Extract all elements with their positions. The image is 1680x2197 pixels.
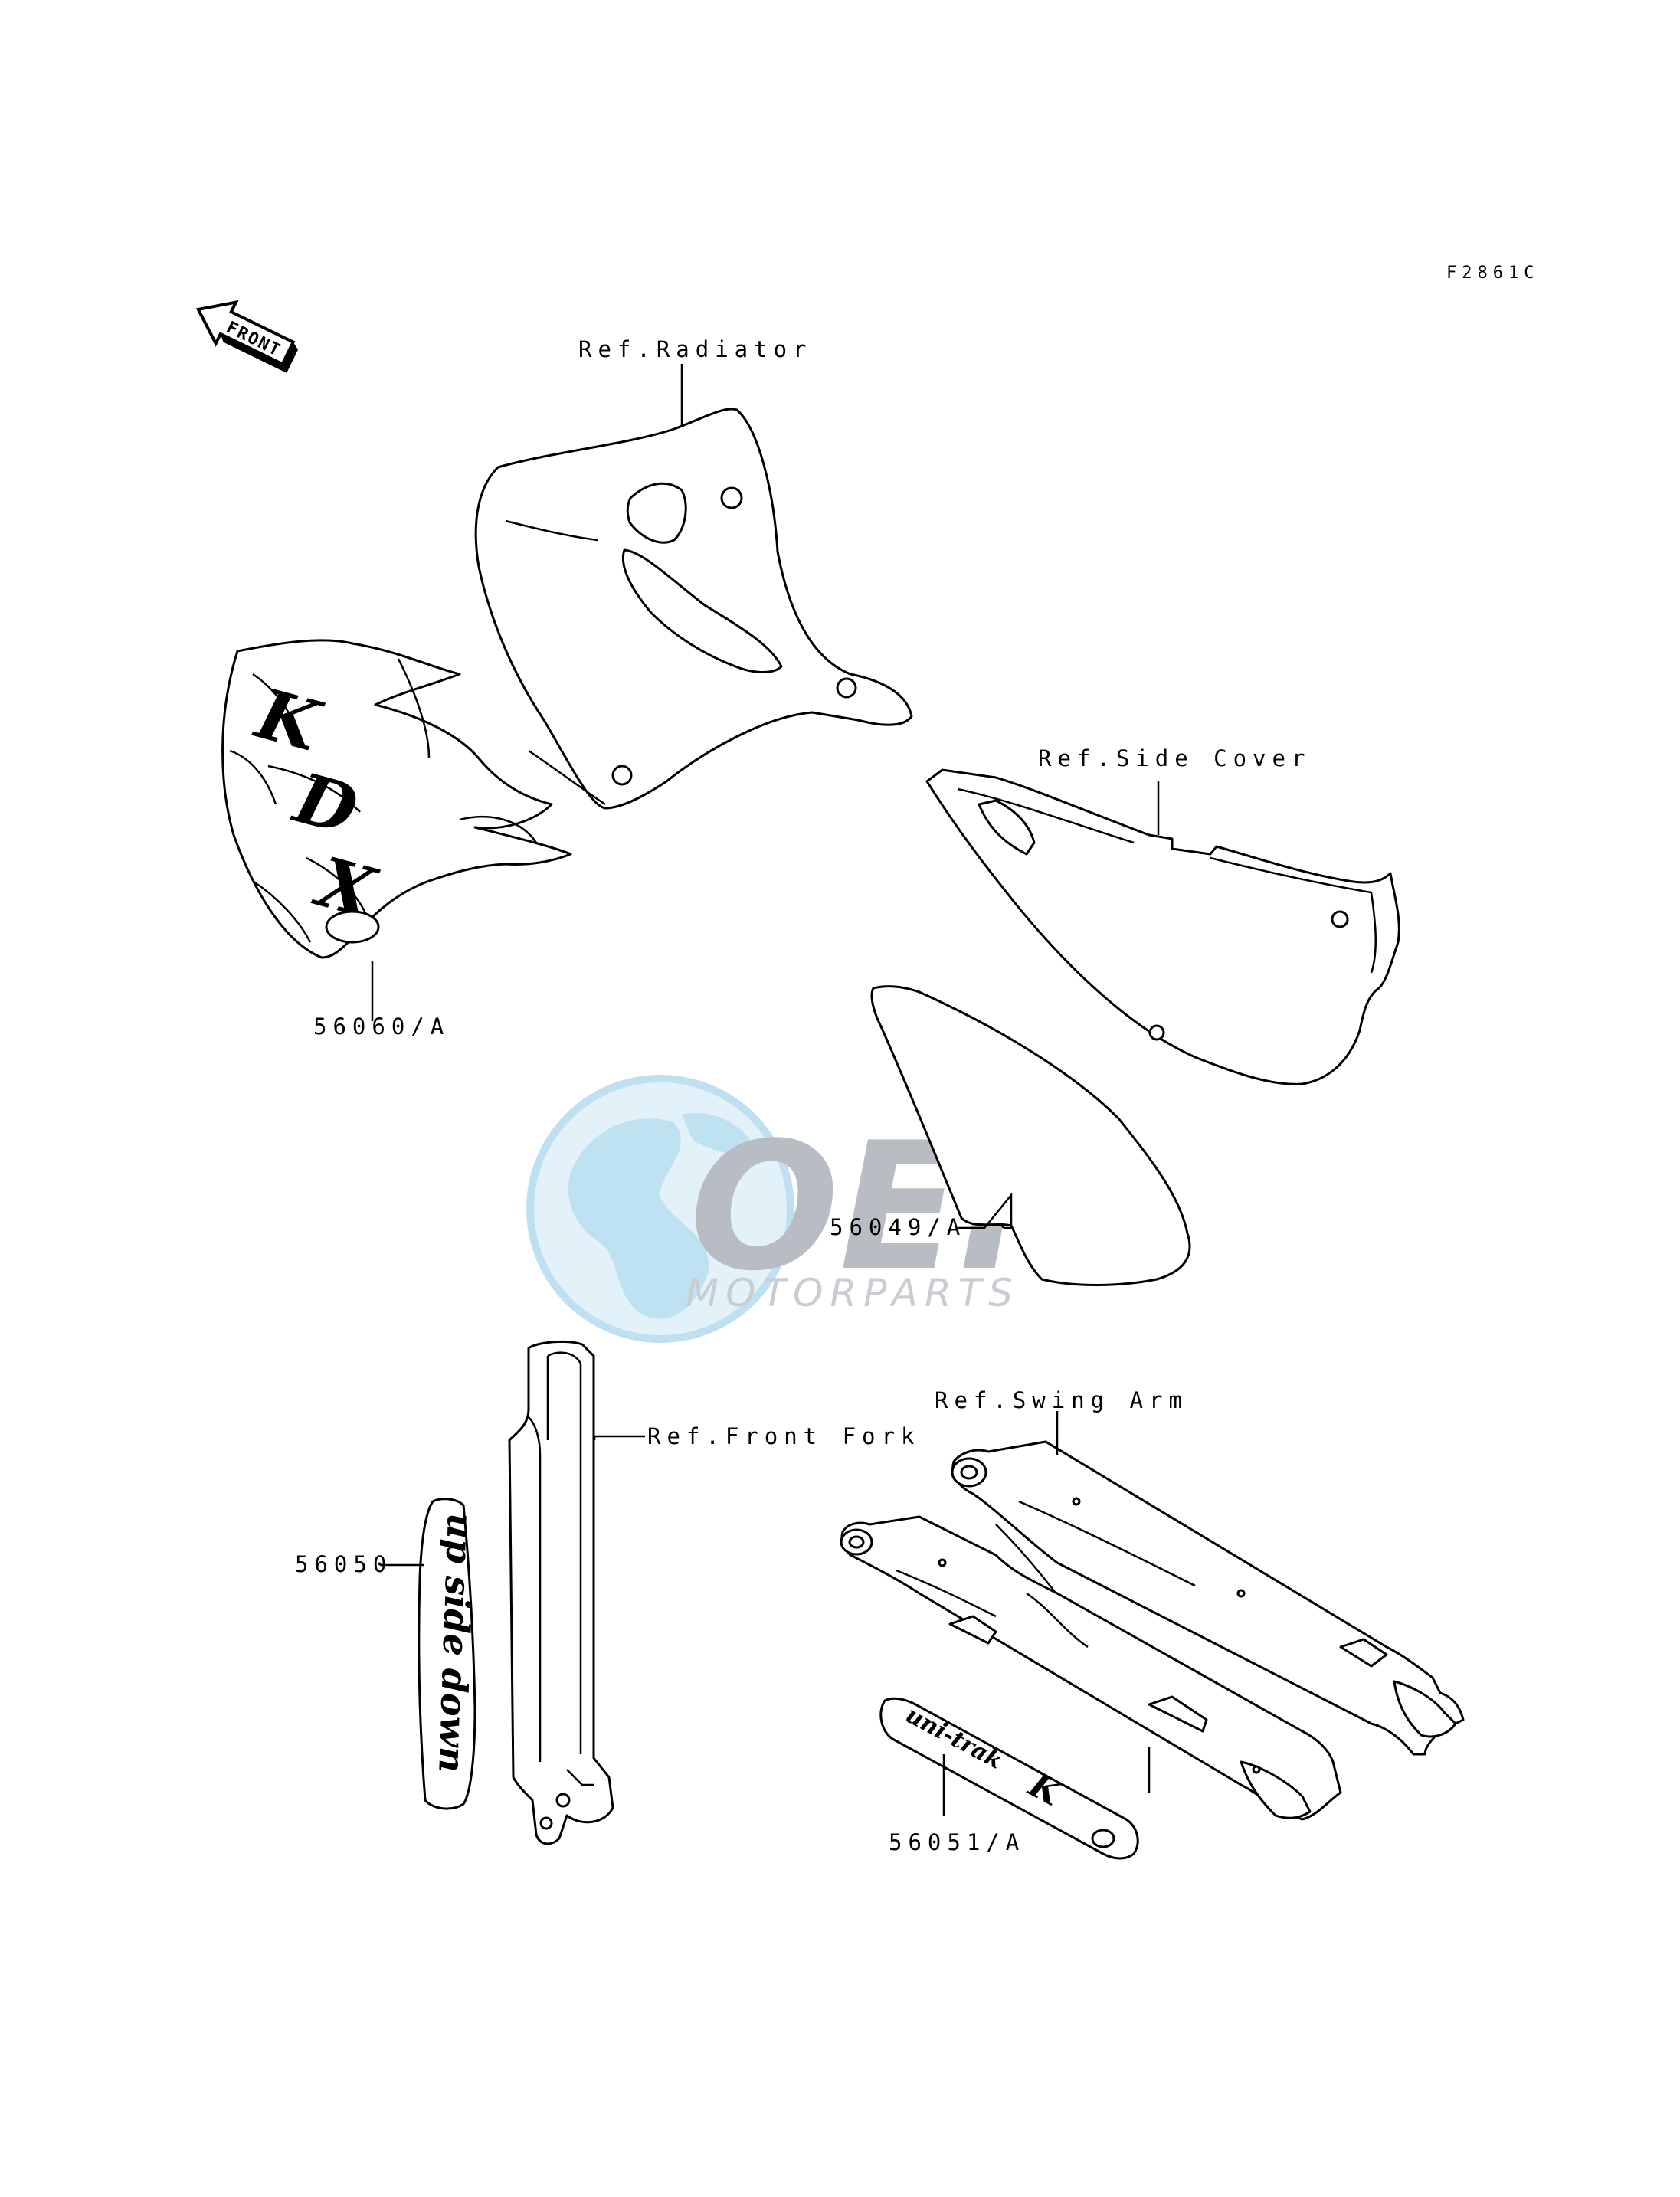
- watermark-tagline: MOTORPARTS: [686, 1271, 1020, 1315]
- swing-arm: Ref.Swing Arm: [840, 1387, 1465, 1821]
- oem-motorparts-watermark: OEM MOTORPARTS: [526, 1075, 1135, 1343]
- side-cover: Ref.Side Cover: [925, 745, 1400, 1085]
- part-56051-label: 56051/A: [889, 1829, 1025, 1855]
- radiator-shroud: Ref.Radiator: [474, 336, 913, 810]
- fork-decal-56050: up side down 56050: [295, 1498, 481, 1810]
- front-direction-icon: FRONT: [195, 300, 299, 373]
- ref-swing-arm-label: Ref.Swing Arm: [935, 1387, 1188, 1413]
- part-56049-label: 56049/A: [830, 1214, 966, 1240]
- fork-decal-text: up side down: [431, 1513, 481, 1773]
- part-56050-label: 56050: [295, 1551, 392, 1577]
- side-plate-decal-56049: 56049/A: [830, 985, 1191, 1286]
- watermark-land-icon: [568, 1118, 709, 1319]
- ref-front-fork-label: Ref.Front Fork: [647, 1423, 920, 1449]
- part-56060-label: 56060/A: [313, 1013, 450, 1040]
- ref-side-cover-label: Ref.Side Cover: [1038, 745, 1311, 771]
- ref-radiator-label: Ref.Radiator: [578, 336, 813, 362]
- figure-code: F2861C: [1446, 264, 1539, 283]
- shroud-decal-56060: K D X 56060/A: [221, 639, 572, 1040]
- swingarm-decal-56051: uni-trak K 56051/A: [879, 1697, 1139, 1860]
- front-fork-guard: Ref.Front Fork: [508, 1340, 920, 1845]
